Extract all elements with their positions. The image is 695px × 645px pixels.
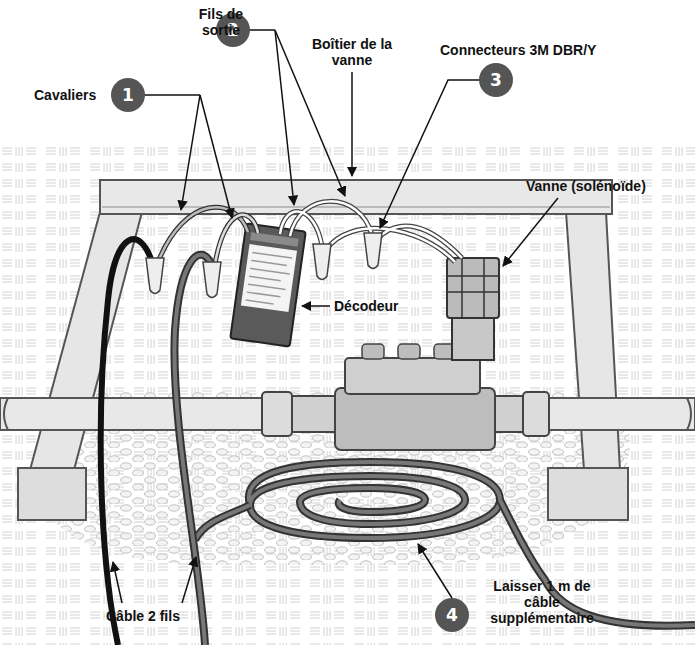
box-wall: [30, 212, 142, 470]
leader-line: [302, 305, 330, 307]
valve-union: [523, 392, 549, 436]
leader-line: [275, 30, 294, 205]
leader-line: [144, 94, 200, 96]
part-label: Décodeur: [334, 298, 424, 314]
box-wall: [566, 212, 620, 470]
jumper-wire: [215, 215, 258, 264]
two-wire-cable: [174, 255, 212, 645]
leader-line: [249, 29, 275, 31]
part-label: Connecteurs 3M DBR/Y: [440, 42, 640, 58]
valve-union: [262, 392, 292, 436]
leader-line: [182, 557, 196, 603]
leader-line: [418, 544, 452, 598]
bonnet-screw: [362, 344, 384, 359]
solenoid: [447, 258, 499, 318]
part-label: Boîtier de la vanne: [302, 36, 402, 68]
bonnet-screw: [398, 344, 420, 359]
two-wire-cable: [101, 239, 152, 645]
part-label: Fils de sortie: [188, 6, 254, 38]
leader-lines: [113, 30, 558, 603]
leader-line: [181, 95, 200, 210]
wire-connector: [203, 262, 221, 298]
decoder-case: [230, 223, 306, 346]
wire-connector: [364, 233, 382, 269]
callout-text: 3: [490, 71, 502, 89]
cable-coil: [249, 462, 500, 538]
solenoid-detail: [447, 258, 499, 318]
callout-text: 4: [446, 606, 458, 624]
valve-union: [493, 396, 523, 432]
decoder: [230, 223, 306, 346]
part-label: Laisser 1 m de câble supplémentaire: [478, 578, 606, 626]
part-label: Vanne (solénoïde): [526, 178, 691, 194]
solenoid-base: [452, 316, 494, 360]
callout-number: 4: [435, 598, 469, 632]
box-foot: [18, 468, 86, 520]
leader-line: [351, 72, 353, 176]
valve-union: [292, 396, 337, 432]
leader-line: [380, 80, 480, 228]
valve-body: [335, 388, 495, 450]
callout-number: 1: [111, 78, 145, 112]
wire-connector: [313, 244, 331, 280]
leader-line: [200, 95, 232, 218]
decoder-sticker: [241, 244, 297, 312]
two-wire-cable: [174, 255, 212, 645]
box-foot: [548, 468, 628, 520]
callout-number: 3: [479, 63, 513, 97]
soil-texture: [0, 145, 695, 645]
leader-line: [503, 198, 558, 266]
cable-coil: [249, 462, 500, 538]
valve-bonnet: [345, 358, 480, 394]
leader-line: [113, 562, 122, 603]
jumper-wire: [215, 215, 258, 264]
wire-connector: [146, 258, 164, 294]
part-label: Câble 2 fils: [106, 608, 216, 624]
sticker-lines: [246, 253, 292, 306]
callout-text: 1: [122, 86, 134, 104]
part-label: Cavaliers: [34, 87, 124, 103]
